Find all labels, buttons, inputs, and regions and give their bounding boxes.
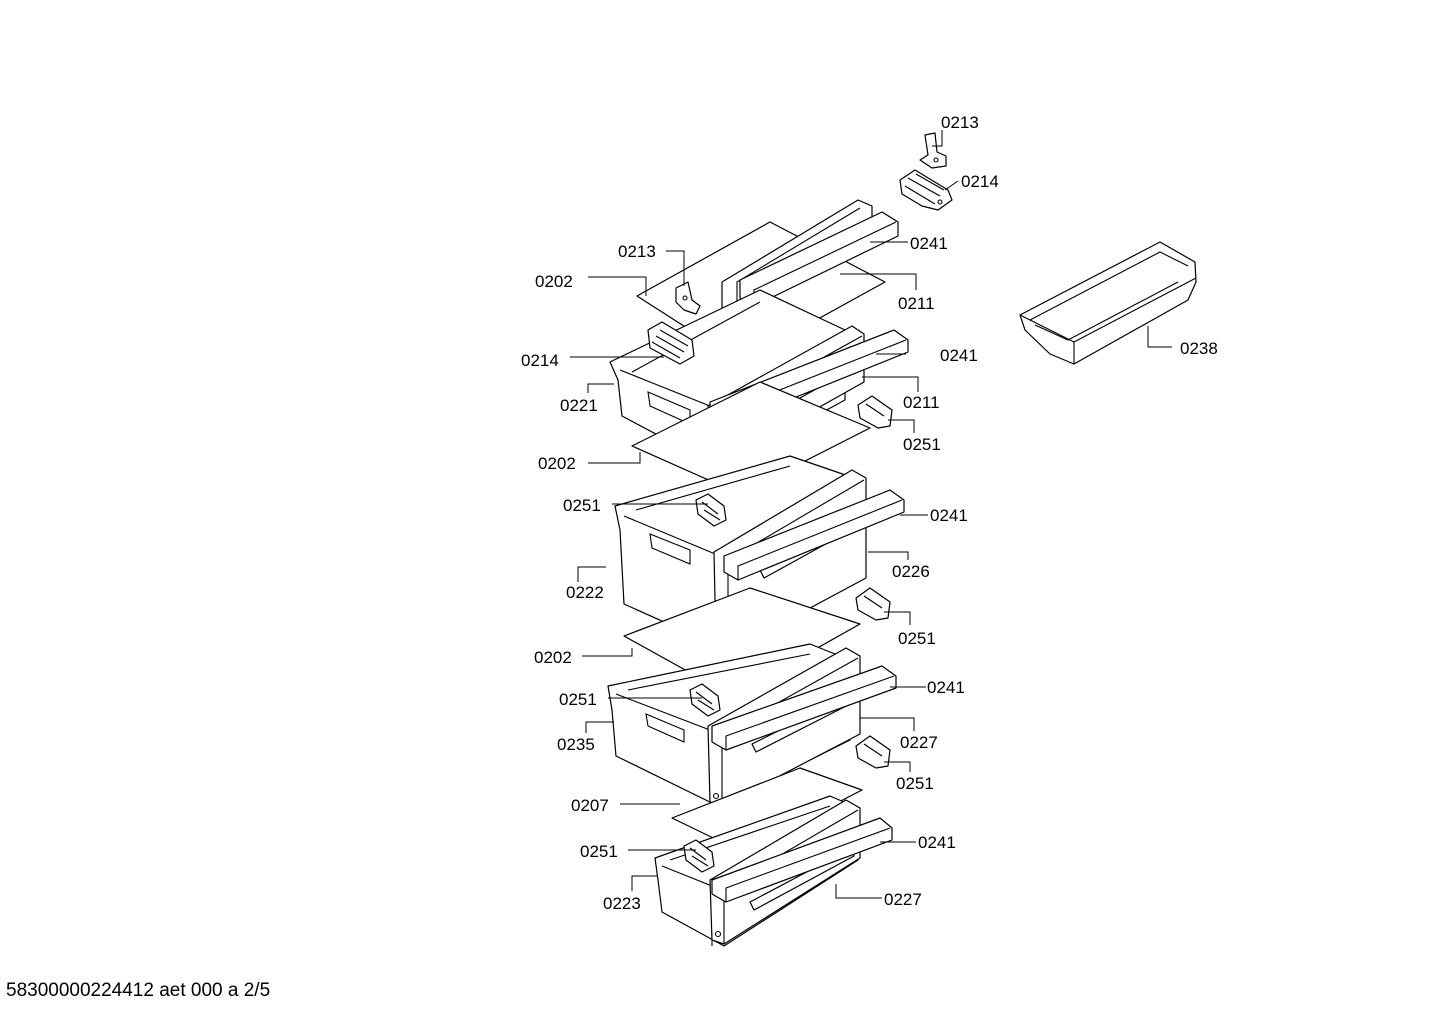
bracket-part-shelf bbox=[675, 281, 701, 315]
callout-label: 0251 bbox=[896, 774, 934, 793]
runner-clip-part-right-3 bbox=[855, 735, 891, 769]
callout-label: 0222 bbox=[566, 583, 604, 602]
bottle-tray-part bbox=[1019, 241, 1197, 365]
callout-label: 0241 bbox=[940, 346, 978, 365]
callout-label: 0235 bbox=[557, 735, 595, 754]
callout-label: 0241 bbox=[930, 506, 968, 525]
callout-label: 0251 bbox=[580, 842, 618, 861]
callout-label: 0213 bbox=[941, 113, 979, 132]
callout-label: 0214 bbox=[961, 172, 999, 191]
handle-rail-part-4 bbox=[711, 665, 897, 751]
callout-label: 0251 bbox=[903, 435, 941, 454]
runner-clip-part-right-2 bbox=[855, 587, 891, 621]
runner-clip-part-top bbox=[899, 169, 953, 211]
document-code: 58300000224412 aet 000 a 2/5 bbox=[6, 980, 271, 1001]
callout-label: 0202 bbox=[538, 454, 576, 473]
runner-clip-part-left-3 bbox=[689, 683, 721, 717]
handle-rail-part-3 bbox=[723, 489, 905, 581]
leader-lines bbox=[570, 130, 1172, 899]
callout-label: 0221 bbox=[560, 396, 598, 415]
glass-shelf-part-2 bbox=[631, 381, 871, 495]
callout-labels: 0213 0214 0241 0211 0213 0202 0238 0214 … bbox=[521, 113, 1218, 913]
callout-label: 0211 bbox=[898, 294, 935, 313]
hinge-bracket-part-top bbox=[919, 132, 947, 169]
callout-label: 0241 bbox=[910, 234, 948, 253]
callout-label: 0213 bbox=[618, 242, 656, 261]
runner-clip-part-right-1 bbox=[857, 395, 893, 429]
callout-label: 0241 bbox=[918, 833, 956, 852]
callout-label: 0251 bbox=[559, 690, 597, 709]
runner-clip-part-left-2 bbox=[695, 493, 727, 527]
callout-label: 0211 bbox=[903, 393, 940, 412]
callout-label: 0251 bbox=[898, 629, 936, 648]
callout-label: 0238 bbox=[1180, 339, 1218, 358]
callout-label: 0227 bbox=[900, 733, 938, 752]
callout-label: 0227 bbox=[884, 890, 922, 909]
callout-label: 0202 bbox=[535, 272, 573, 291]
callout-label: 0241 bbox=[927, 678, 965, 697]
callout-label: 0226 bbox=[892, 562, 930, 581]
callout-label: 0202 bbox=[534, 648, 572, 667]
runner-clip-part-left-4 bbox=[683, 839, 715, 873]
runner-clip-part-left-1 bbox=[647, 321, 695, 365]
callout-label: 0214 bbox=[521, 351, 559, 370]
callout-label: 0251 bbox=[563, 496, 601, 515]
callout-label: 0223 bbox=[603, 894, 641, 913]
callout-label: 0207 bbox=[571, 796, 609, 815]
handle-rail-part-5 bbox=[711, 817, 893, 903]
